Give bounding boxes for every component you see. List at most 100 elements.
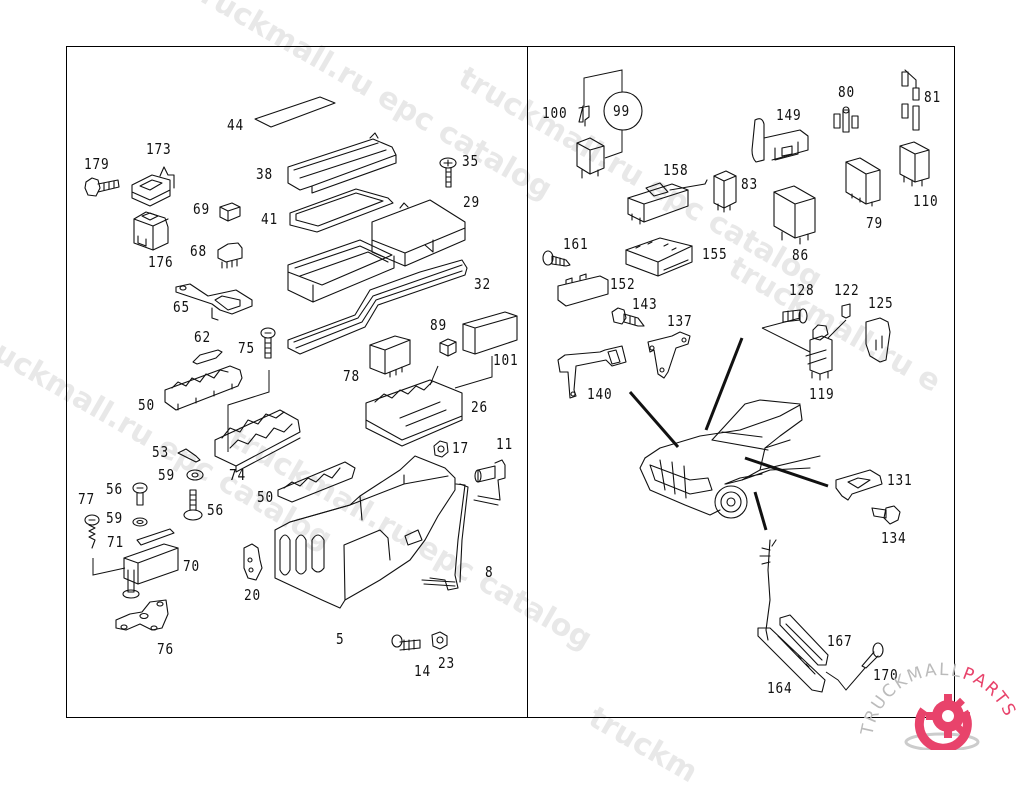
part-79-relay[interactable] xyxy=(845,157,881,207)
part-23-nut[interactable] xyxy=(431,631,448,650)
part-59-washer-left[interactable] xyxy=(132,517,148,527)
part-56-screw[interactable] xyxy=(183,489,203,521)
part-68-connector[interactable] xyxy=(217,242,243,269)
part-83-relay[interactable] xyxy=(713,170,737,213)
part-128-screw[interactable] xyxy=(761,308,811,353)
part-158-switch[interactable] xyxy=(627,179,708,225)
part-119-relay-socket[interactable] xyxy=(805,324,833,381)
part-11-bolt[interactable] xyxy=(474,459,506,483)
part-122-fuse[interactable] xyxy=(827,303,851,339)
part-110-relay[interactable] xyxy=(899,141,930,187)
part-69-connector[interactable] xyxy=(219,202,241,222)
part-80-diode-set[interactable] xyxy=(833,106,859,133)
part-149-relay-bracket[interactable] xyxy=(751,118,809,163)
part-164-sill-plate[interactable] xyxy=(757,627,866,693)
callout-81: 81 xyxy=(924,88,942,106)
callout-53: 53 xyxy=(152,443,170,461)
part-8-bracket[interactable] xyxy=(421,479,501,591)
callout-79: 79 xyxy=(866,214,884,232)
callout-137: 137 xyxy=(667,312,693,330)
callout-119: 119 xyxy=(809,385,835,403)
callout-20: 20 xyxy=(244,586,262,604)
part-62-fuse[interactable] xyxy=(192,349,223,365)
callout-50-lower: 50 xyxy=(257,488,275,506)
part-131-plate[interactable] xyxy=(835,469,883,501)
part-78-relay[interactable] xyxy=(369,335,411,378)
callout-164: 164 xyxy=(767,679,793,697)
callout-17: 17 xyxy=(452,439,470,457)
callout-99: 99 xyxy=(613,102,631,120)
part-35-screw[interactable] xyxy=(439,157,457,188)
callout-161: 161 xyxy=(563,235,589,253)
callout-11: 11 xyxy=(496,435,514,453)
part-17-nut[interactable] xyxy=(433,440,449,458)
callout-86: 86 xyxy=(792,246,810,264)
part-99-relay[interactable] xyxy=(576,137,605,179)
part-53-clip[interactable] xyxy=(177,448,201,463)
callout-122: 122 xyxy=(834,281,860,299)
callout-128: 128 xyxy=(789,281,815,299)
part-29-base-tray[interactable] xyxy=(287,239,395,303)
location-arrows xyxy=(628,337,829,531)
part-71-terminal[interactable] xyxy=(136,528,175,546)
callout-70: 70 xyxy=(183,557,201,575)
part-77-screw[interactable] xyxy=(84,514,126,576)
part-101-relay[interactable] xyxy=(454,311,518,389)
callout-74: 74 xyxy=(229,466,247,484)
part-89-relay[interactable] xyxy=(429,338,457,386)
callout-8: 8 xyxy=(485,563,494,581)
part-86-relay[interactable] xyxy=(773,185,816,245)
part-125-holder[interactable] xyxy=(865,317,891,363)
callout-32: 32 xyxy=(474,275,492,293)
callout-101: 101 xyxy=(493,351,519,369)
callout-14: 14 xyxy=(414,662,432,680)
callout-149: 149 xyxy=(776,106,802,124)
part-137-bracket[interactable] xyxy=(647,331,691,379)
part-100-fuse[interactable] xyxy=(578,105,590,127)
callout-170: 170 xyxy=(873,666,899,684)
part-14-bolt[interactable] xyxy=(391,634,421,651)
callout-152: 152 xyxy=(610,275,636,293)
callout-50-upper: 50 xyxy=(138,396,156,414)
part-41-seal[interactable] xyxy=(289,188,394,233)
part-26-relay-base[interactable] xyxy=(365,379,463,447)
callout-131: 131 xyxy=(887,471,913,489)
part-173-bracket[interactable] xyxy=(131,166,175,207)
part-81-diode-set[interactable] xyxy=(901,69,920,131)
part-161-screw[interactable] xyxy=(542,250,571,267)
part-134-bolt[interactable] xyxy=(871,505,901,525)
part-140-bracket[interactable] xyxy=(557,345,627,399)
part-56-screw-left[interactable] xyxy=(132,482,148,506)
callout-41: 41 xyxy=(261,210,279,228)
part-155-connector[interactable] xyxy=(625,237,693,277)
part-74-fuse-block[interactable] xyxy=(214,409,301,473)
line-art xyxy=(84,69,930,693)
part-143-bolt[interactable] xyxy=(611,307,645,327)
part-50-fuse-holder[interactable] xyxy=(164,365,243,411)
part-5-fuse-box-housing[interactable] xyxy=(274,455,456,609)
part-44-label-plate[interactable] xyxy=(254,96,336,128)
part-29-relay-box-lid[interactable] xyxy=(371,199,466,267)
part-170-screw[interactable] xyxy=(861,642,884,669)
callout-179: 179 xyxy=(84,155,110,173)
part-99-callout[interactable] xyxy=(583,69,643,159)
part-59-washer[interactable] xyxy=(186,469,204,481)
part-176-holder[interactable] xyxy=(133,211,169,251)
callout-38: 38 xyxy=(256,165,274,183)
part-167-sill-plate[interactable] xyxy=(779,614,829,666)
part-76-mounting-plate[interactable] xyxy=(115,599,169,631)
part-70-relay-housing[interactable] xyxy=(122,543,179,599)
part-179-bolt[interactable] xyxy=(84,177,120,197)
callout-158: 158 xyxy=(663,161,689,179)
part-50-fuse-holder-lower[interactable] xyxy=(277,461,356,503)
callout-23: 23 xyxy=(438,654,456,672)
part-75-screw[interactable] xyxy=(227,327,276,452)
callout-125: 125 xyxy=(868,294,894,312)
part-20-clip[interactable] xyxy=(243,543,263,581)
part-wiring-harness[interactable] xyxy=(759,539,777,641)
part-65-bracket-plate[interactable] xyxy=(175,283,253,321)
part-38-cover[interactable] xyxy=(287,132,397,194)
part-32-seal[interactable] xyxy=(287,259,468,355)
part-152-connector[interactable] xyxy=(557,273,609,307)
callout-56-left: 56 xyxy=(106,480,124,498)
